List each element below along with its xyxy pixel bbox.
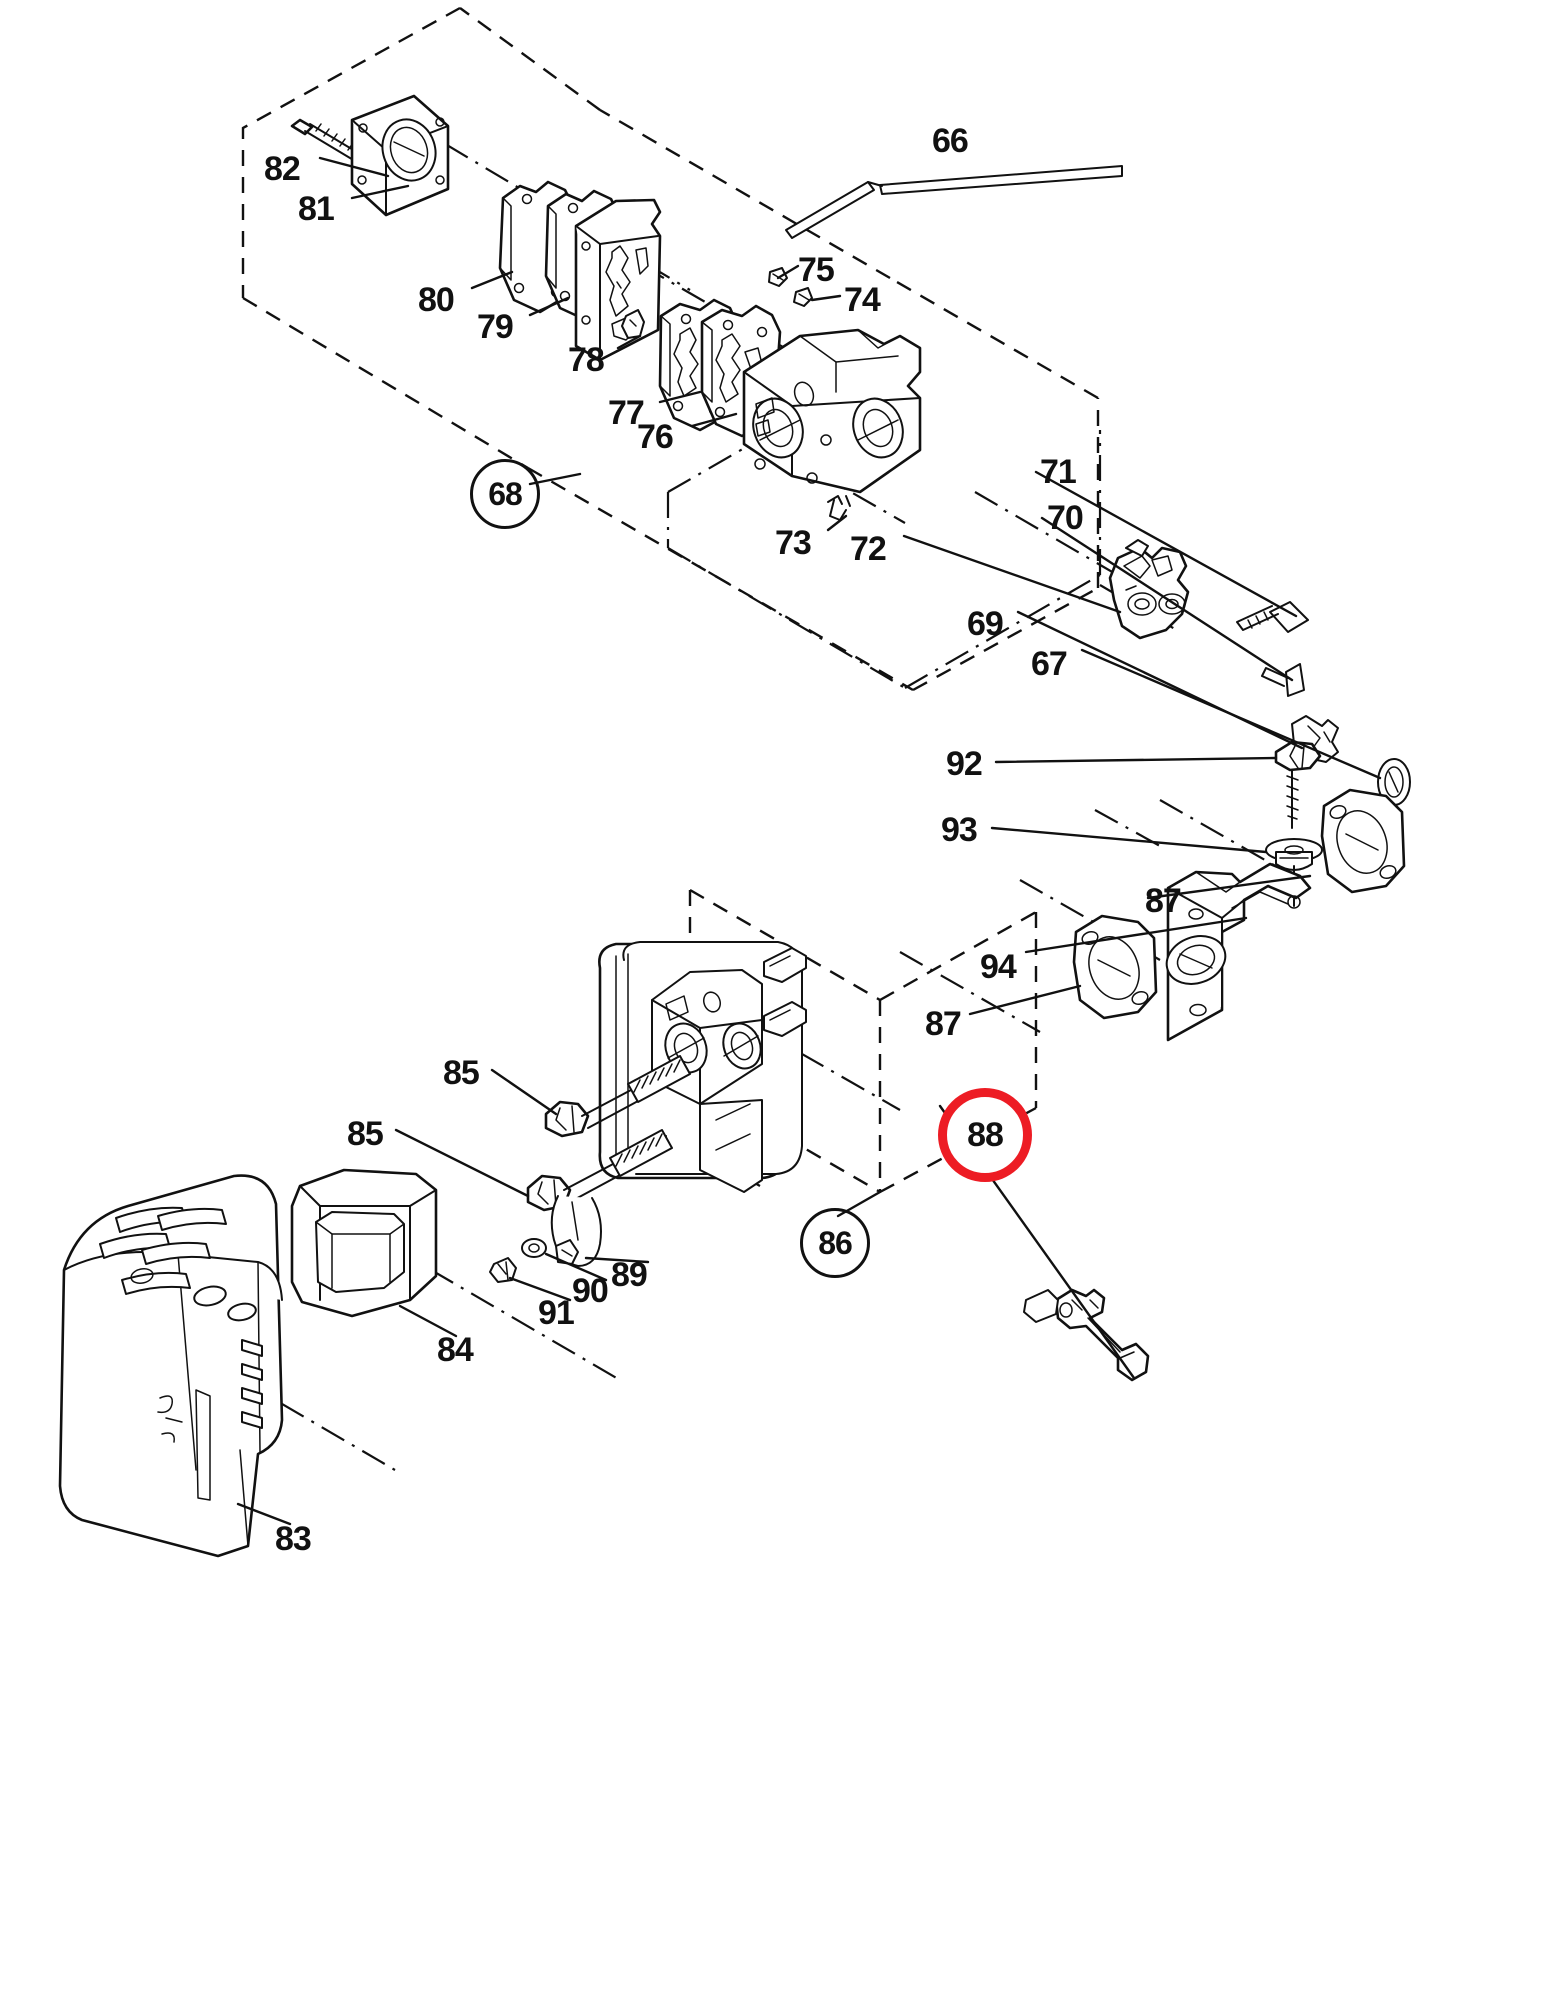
part-93-washer (1265, 838, 1323, 907)
side-louvers (241, 1339, 263, 1429)
part-85-bolt-upper (544, 1055, 691, 1138)
part-72-throttle-lever (1108, 539, 1190, 640)
part-68-carburetor-body (742, 328, 922, 494)
callout-83[interactable]: 83 (275, 1520, 312, 1558)
part-81-insulator-flange (350, 94, 450, 217)
callout-75[interactable]: 75 (798, 251, 835, 289)
part-73-clip (827, 495, 851, 521)
part-67-grommet (1377, 758, 1411, 806)
callout-81[interactable]: 81 (298, 190, 335, 228)
part-94-bracket (1165, 862, 1312, 1042)
callout-90[interactable]: 90 (572, 1272, 609, 1310)
part-92-screw (1274, 740, 1322, 829)
callout-91[interactable]: 91 (538, 1294, 575, 1332)
callout-79[interactable]: 79 (477, 308, 514, 346)
callout-70[interactable]: 70 (1047, 499, 1084, 537)
part-66-throttle-rod (785, 165, 1123, 239)
callout-94[interactable]: 94 (980, 948, 1017, 986)
callout-84[interactable]: 84 (437, 1331, 474, 1369)
part-89-clamp (550, 1195, 602, 1267)
part-74-screw (793, 287, 813, 307)
callout-82[interactable]: 82 (264, 150, 301, 188)
part-87-gasket-lower (1072, 914, 1158, 1020)
callout-69[interactable]: 69 (967, 605, 1004, 643)
part-86-carburetor-subassembly (598, 941, 1059, 1323)
callout-85-lower[interactable]: 85 (347, 1115, 384, 1153)
callout-74[interactable]: 74 (844, 281, 881, 319)
callout-71[interactable]: 71 (1040, 453, 1077, 491)
callout-85-upper[interactable]: 85 (443, 1054, 480, 1092)
callout-73[interactable]: 73 (775, 524, 812, 562)
part-87-gasket-upper (1320, 788, 1406, 894)
callout-76[interactable]: 76 (637, 418, 674, 456)
callout-66[interactable]: 66 (932, 122, 969, 160)
callout-80[interactable]: 80 (418, 281, 455, 319)
callout-92[interactable]: 92 (946, 745, 983, 783)
callout-87-upper[interactable]: 87 (1145, 882, 1182, 920)
callout-86-circled[interactable]: 86 (800, 1208, 870, 1278)
callout-78[interactable]: 78 (568, 341, 605, 379)
part-83-air-cleaner-cover (58, 1174, 284, 1558)
carburetor-pump-body (574, 198, 662, 362)
callout-68-circled[interactable]: 68 (470, 459, 540, 529)
part-71-adjust-screw (1236, 601, 1309, 633)
part-90-washer (521, 1238, 547, 1258)
callout-67[interactable]: 67 (1031, 645, 1068, 683)
callout-88-highlighted[interactable]: 88 (938, 1088, 1032, 1182)
callout-72[interactable]: 72 (850, 530, 887, 568)
vent-slots (99, 1206, 227, 1295)
callout-77[interactable]: 77 (608, 394, 645, 432)
callout-87-lower[interactable]: 87 (925, 1005, 962, 1043)
part-84-air-cleaner-element (290, 1168, 438, 1318)
part-70-screw (1261, 663, 1305, 697)
callout-93[interactable]: 93 (941, 811, 978, 849)
callout-89[interactable]: 89 (611, 1256, 648, 1294)
